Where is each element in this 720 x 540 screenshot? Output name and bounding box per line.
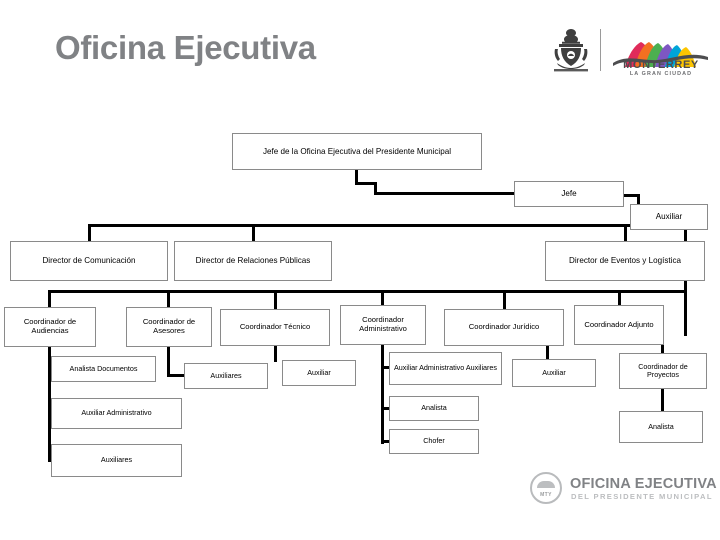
org-node[interactable]: Coordinador de Proyectos [619,353,707,389]
connector-jefe-in [374,192,516,195]
footer-subtitle: DEL PRESIDENTE MUNICIPAL [571,492,713,501]
connector-drop-administrativo [381,290,384,306]
connector-drop-relaciones [252,224,255,242]
org-node-label: Coordinador de Audiencias [23,317,77,335]
connector-root-down [355,170,358,182]
org-node-label: Auxiliar [655,212,683,222]
connector-drop-tecnico [274,290,277,310]
connector-audiencias-spine [48,347,51,462]
org-node[interactable]: Auxiliares [184,363,268,389]
connector-proyectos-stub [661,389,664,413]
org-node-label: Jefe de la Oficina Ejecutiva del Preside… [262,146,452,156]
org-node[interactable]: Analista [389,396,479,421]
connector-drop-audiencias [48,290,51,308]
org-node[interactable]: Director de Eventos y Logística [545,241,705,281]
brand-divider [600,29,601,71]
org-node[interactable]: Auxiliar Administrativo [51,398,182,429]
connector-tecnico-stub [274,346,277,362]
org-node-label: Coordinador de Asesores [142,317,196,335]
monterrey-coat-of-arms-icon [554,29,588,72]
org-node[interactable]: Coordinador de Audiencias [4,307,96,347]
org-node-label: Coordinador de Proyectos [638,361,688,379]
org-node[interactable]: Auxiliares [51,444,182,477]
org-node[interactable]: Auxiliar Administrativo Auxiliares [389,352,502,385]
org-node[interactable]: Director de Relaciones Públicas [174,241,332,281]
org-node[interactable]: Coordinador Adjunto [574,305,664,345]
org-node[interactable]: Auxiliar [512,359,596,387]
connector-drop-adjunto [618,290,621,306]
connector-root-right [355,182,377,185]
connector-adjunto-spine [661,345,664,357]
org-node-label: Auxiliares [210,370,242,380]
oficina-ejecutiva-seal-icon [530,472,562,504]
connector-administrativo-b2 [381,407,391,410]
connector-jefe-aux-v [637,194,640,206]
connector-jefe-aux-h [622,194,640,197]
connector-administrativo-spine [381,345,384,444]
org-node-label: Auxiliar Administrativo [81,408,152,418]
org-node-label: Chofer [423,436,445,446]
monterrey-brand-lockup: MONTERREY LA GRAN CIUDAD [551,27,711,81]
seal-mty-label: MTY [540,492,552,498]
connector-juridico-stub [546,346,549,361]
org-node-label: Director de Eventos y Logística [568,256,682,266]
org-node[interactable]: Coordinador Técnico [220,309,330,346]
connector-administrativo-b3 [381,440,391,443]
org-node-label: Jefe [561,189,577,199]
org-node[interactable]: Director de Comunicación [10,241,168,281]
org-node[interactable]: Auxiliar [282,360,356,386]
org-node-label: Auxiliares [100,455,133,465]
connector-coordinator-bus [48,290,686,293]
footer-title: OFICINA EJECUTIVA [570,476,717,492]
page-title: Oficina Ejecutiva [55,29,316,66]
org-node-label: Analista [648,421,674,431]
connector-asesores-b1 [167,374,187,377]
org-node-label: Analista [421,403,447,413]
org-node-label: Coordinador Administrativo [359,315,407,333]
seal-hill-shape [537,481,555,488]
org-node-label: Auxiliar [542,367,566,377]
monterrey-tagline: LA GRAN CIUDAD [629,71,693,77]
org-node[interactable]: Coordinador Administrativo [340,305,426,345]
org-node[interactable]: Coordinador de Asesores [126,307,212,347]
org-node-label: Auxiliar Administrativo Auxiliares [393,363,498,373]
org-node-label: Coordinador Técnico [239,322,311,332]
org-node[interactable]: Analista Documentos [51,356,156,382]
org-node-label: Auxiliar [307,367,331,377]
monterrey-wordmark: MONTERREY [623,59,699,71]
org-node[interactable]: Coordinador Jurídico [444,309,564,346]
org-node[interactable]: Auxiliar [630,204,708,230]
org-node-label: Coordinador Adjunto [584,319,654,329]
org-node-label: Coordinador Jurídico [468,322,540,332]
connector-root-to-jefe [374,182,377,194]
org-node-label: Director de Comunicación [42,256,136,266]
org-node[interactable]: Analista [619,411,703,443]
footer-brand-mark: MTY OFICINA EJECUTIVA DEL PRESIDENTE MUN… [530,470,717,506]
org-node[interactable]: Chofer [389,429,479,454]
connector-drop-eventos [624,224,627,242]
org-node[interactable]: Jefe de la Oficina Ejecutiva del Preside… [232,133,482,170]
connector-administrativo-b1 [381,366,391,369]
connector-drop-comunicacion [88,224,91,242]
connector-director-bus [88,224,686,227]
connector-asesores-spine [167,347,170,377]
connector-drop-juridico [503,290,506,310]
org-node-label: Director de Relaciones Públicas [195,256,311,266]
monterrey-mountains-icon [613,42,708,67]
org-node[interactable]: Jefe [514,181,624,207]
connector-drop-asesores [167,290,170,308]
org-node-label: Analista Documentos [69,363,138,373]
